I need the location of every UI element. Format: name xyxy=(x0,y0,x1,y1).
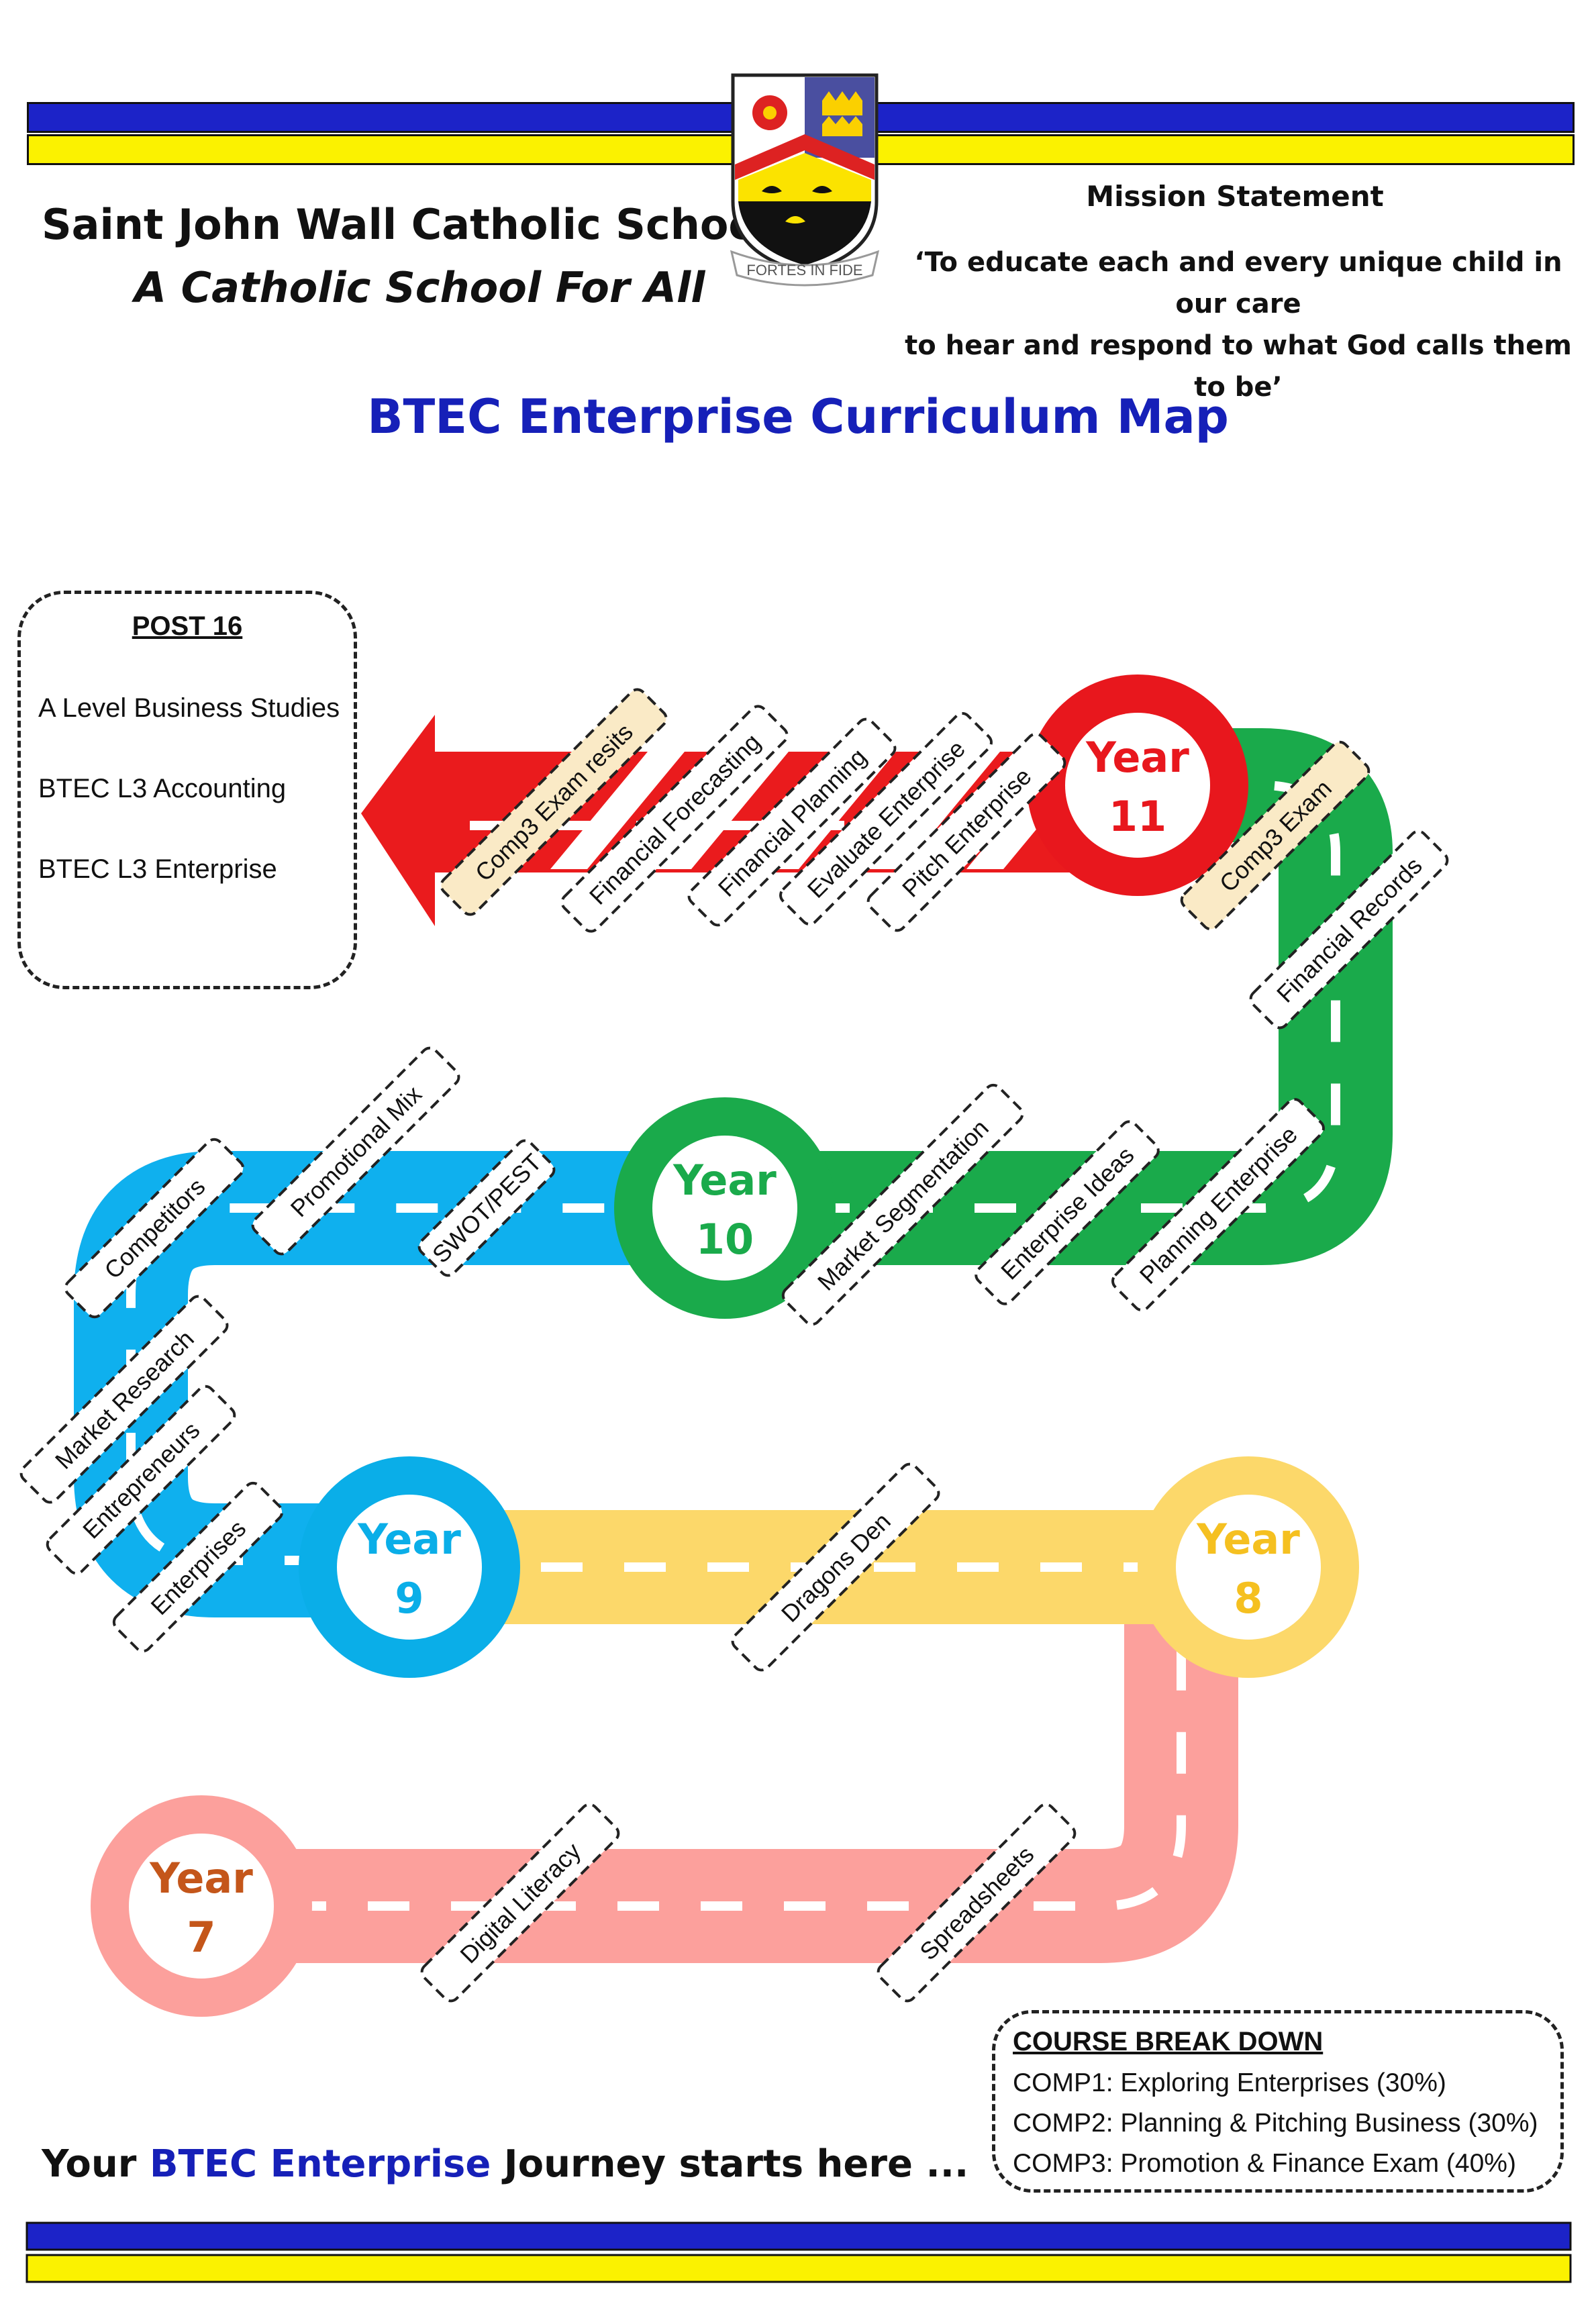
road-year11-stripe xyxy=(550,752,685,869)
school-name: Saint John Wall Catholic School xyxy=(42,200,772,249)
journey-suffix: Journey starts here ... xyxy=(491,2142,969,2186)
post16-item: A Level Business Studies xyxy=(38,693,340,723)
year-number: 7 xyxy=(187,1913,215,1962)
mission-heading: Mission Statement xyxy=(1086,180,1384,213)
tag-enterprises-box xyxy=(112,1481,284,1653)
road-year11-stripe xyxy=(866,752,1000,869)
journey-caption: Your BTEC Enterprise Journey starts here… xyxy=(42,2142,968,2186)
mission-statement: ‘To educate each and every unique child … xyxy=(893,242,1584,408)
breakdown-item: COMP3: Promotion & Finance Exam (40%) xyxy=(1013,2149,1516,2178)
journey-accent: BTEC Enterprise xyxy=(149,2142,491,2186)
school-crest-logo: FORTES IN FIDE xyxy=(730,73,880,287)
tag-spreadsheets-box xyxy=(877,1803,1077,2003)
tag-financial-planning-box xyxy=(687,717,897,927)
tag-dragons-den-box xyxy=(731,1462,940,1672)
tag-planning-enterprise-box xyxy=(1111,1098,1325,1311)
tag-evaluate-enterprise-box xyxy=(779,712,993,926)
road-year11-arrowhead xyxy=(361,715,435,926)
tag-financial-records-box xyxy=(1249,830,1449,1030)
year-label: Year xyxy=(149,1854,253,1903)
year-7-center xyxy=(129,1834,274,1979)
year-number: 11 xyxy=(1109,792,1166,841)
road-year7-dashes xyxy=(201,1564,1186,1911)
year-10-center xyxy=(652,1136,797,1281)
tag-digital-literacy-box xyxy=(420,1803,620,2003)
tag-swot-pest-box xyxy=(417,1139,556,1277)
year-9-center xyxy=(337,1495,482,1640)
tag-competitors-box xyxy=(64,1138,245,1319)
year-label: Year xyxy=(357,1515,461,1564)
tag-market-research-box xyxy=(19,1295,229,1504)
year-number: 9 xyxy=(395,1574,423,1623)
breakdown-item: COMP1: Exploring Enterprises (30%) xyxy=(1013,2068,1446,2097)
school-motto: A Catholic School For All xyxy=(134,263,705,312)
year-11-milestone: Year 11 xyxy=(1027,674,1248,896)
tag-financial-forecasting-box xyxy=(560,705,789,933)
mission-line-1: ‘To educate each and every unique child … xyxy=(914,247,1562,319)
year-7-milestone: Year 7 xyxy=(91,1795,312,2017)
footer-band-yellow xyxy=(26,2254,1572,2283)
tag-comp3-exam-resits-box xyxy=(440,688,668,916)
mission-line-2: to hear and respond to what God calls th… xyxy=(905,330,1572,403)
page-title: BTEC Enterprise Curriculum Map xyxy=(367,389,1229,444)
year-11-center xyxy=(1065,713,1210,858)
tag-comp3-exam-box xyxy=(1180,740,1370,931)
tag-entrepreneurs-box xyxy=(46,1385,236,1575)
tag-enterprise-ideas-box xyxy=(975,1120,1160,1305)
breakdown-item: COMP2: Planning & Pitching Business (30%… xyxy=(1013,2109,1538,2138)
journey-prefix: Your xyxy=(42,2142,150,2186)
year-10-milestone: Year 10 xyxy=(614,1097,836,1319)
tag-market-segmentation-box xyxy=(781,1083,1024,1326)
footer-band-blue xyxy=(26,2221,1572,2251)
year-label: Year xyxy=(1085,733,1189,782)
year-9-milestone: Year 9 xyxy=(299,1456,520,1678)
year-label: Year xyxy=(1196,1515,1300,1564)
tag-pitch-enterprise-box xyxy=(866,732,1066,932)
year-8-center xyxy=(1176,1495,1321,1640)
tag-promotional-mix-box xyxy=(251,1046,460,1256)
road-year11-stripe xyxy=(654,752,789,869)
post16-box: POST 16 A Level Business Studies BTEC L3… xyxy=(17,591,357,989)
year-number: 10 xyxy=(696,1215,754,1264)
breakdown-heading: COURSE BREAK DOWN xyxy=(1013,2027,1324,2056)
year-8-milestone: Year 8 xyxy=(1138,1456,1359,1678)
course-breakdown-box: COURSE BREAK DOWN COMP1: Exploring Enter… xyxy=(992,2010,1564,2193)
post16-heading: POST 16 xyxy=(132,611,243,641)
year-number: 8 xyxy=(1234,1574,1262,1623)
year-label: Year xyxy=(672,1156,777,1205)
crest-motto: FORTES IN FIDE xyxy=(746,262,862,279)
post16-item: BTEC L3 Accounting xyxy=(38,774,287,803)
post16-item: BTEC L3 Enterprise xyxy=(38,854,277,884)
